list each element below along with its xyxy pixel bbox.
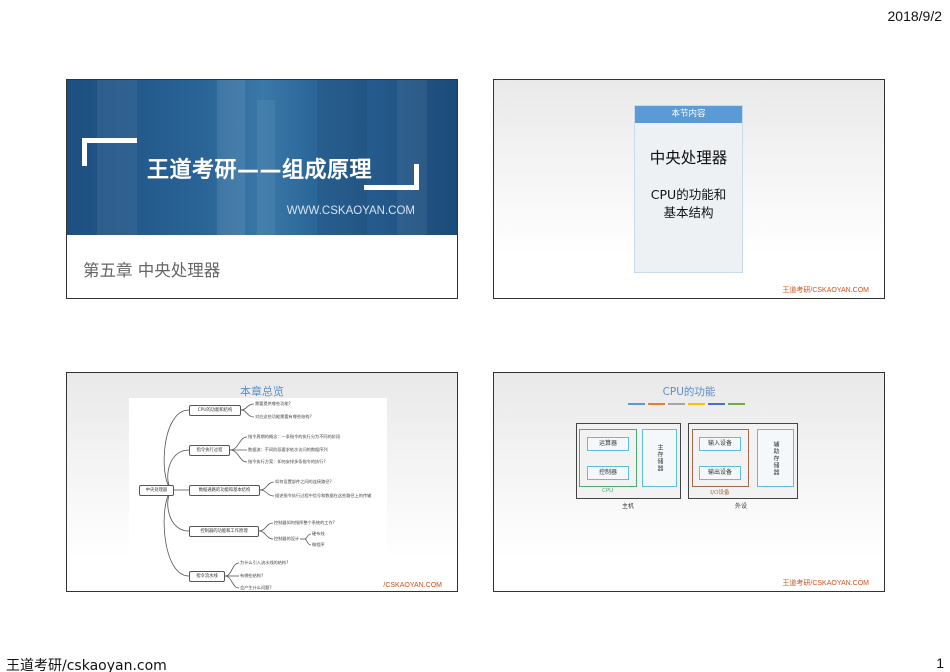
host-box: 运算器 控制器 CPU 主存储器 <box>576 423 681 499</box>
mindmap-leaf: 需要提供哪些功能? <box>255 401 291 406</box>
peripheral-label: 外设 <box>735 503 748 510</box>
mindmap-leaf: 控制器的设计 <box>274 536 300 541</box>
peripheral-box: 输入设备 输出设备 I/O设备 辅助存储器 <box>688 423 798 499</box>
mindmap-leaf: 描述指令执行过程中信号和数据在这些路径上的传输 <box>275 493 372 498</box>
color-segment <box>728 403 745 405</box>
slide-thumbnail-1[interactable]: 王道考研——组成原理 WWW.CSKAOYAN.COM 第五章 中央处理器 <box>66 79 458 299</box>
control-unit-box: 控制器 <box>587 466 629 480</box>
mindmap-leaf: 微程序 <box>312 542 325 547</box>
slide-thumbnail-3[interactable]: 本章总览 <box>66 372 458 592</box>
color-segment <box>628 403 645 405</box>
section-main-title: 中央处理器 <box>649 149 728 167</box>
card-header: 本节内容 <box>635 106 742 123</box>
chapter-mindmap: 中央处理器 CPU的功能和结构 指令执行过程 数据通路的功能和基本结构 控制器的… <box>129 398 387 590</box>
input-device-box: 输入设备 <box>699 437 741 451</box>
subtitle-line-1: CPU的功能和 <box>650 187 727 202</box>
watermark: 王道考研/CSKAOYAN.COM <box>782 580 869 587</box>
subtitle-line-2: 基本结构 <box>663 205 714 220</box>
color-segment <box>688 403 705 405</box>
mindmap-leaf: 对应这些功能需要有哪些结构? <box>255 414 312 419</box>
host-label: 主机 <box>622 503 635 510</box>
mindmap-leaf: 控制器如何指挥整个系统的工作? <box>274 520 335 525</box>
mindmap-branch-4: 控制器的功能和工作原理 <box>189 526 259 537</box>
mindmap-leaf: 指令执行方案：如何安排多条指令的执行? <box>248 459 326 464</box>
mindmap-leaf: 为什么引入流水线的结构? <box>240 560 289 565</box>
section-subtitle: CPU的功能和 基本结构 <box>635 186 742 222</box>
watermark: 王道考研/CSKAOYAN.COM <box>782 287 869 294</box>
page-date: 2018/9/2 <box>887 8 943 24</box>
mindmap-branch-1: CPU的功能和结构 <box>189 405 241 416</box>
title-banner: 王道考研——组成原理 WWW.CSKAOYAN.COM <box>67 80 457 235</box>
io-label: I/O设备 <box>710 490 730 496</box>
slide-thumbnail-2[interactable]: 本节内容 中央处理器 CPU的功能和 基本结构 王道考研/CSKAOYAN.CO… <box>493 79 885 299</box>
slide-thumbnail-4[interactable]: CPU的功能 运算器 控制器 CPU 主存储器 主机 输入设备 输出设备 I/O… <box>493 372 885 592</box>
mindmap-leaf: 有哪些结构? <box>240 573 264 578</box>
course-title: 王道考研——组成原理 <box>147 158 373 183</box>
color-segment <box>708 403 725 405</box>
chapter-title: 第五章 中央处理器 <box>83 261 221 280</box>
mindmap-leaf: 指令周期的概念：一条指令的执行分为不同的阶段 <box>248 434 341 439</box>
page-number: 1 <box>936 655 944 671</box>
slide-title: 本章总览 <box>240 385 284 398</box>
main-memory-box: 主存储器 <box>642 429 677 487</box>
slide-title: CPU的功能 <box>662 386 716 398</box>
alu-box: 运算器 <box>587 437 629 451</box>
color-segment <box>648 403 665 405</box>
mindmap-leaf: 如何设置部件之间的连接路径? <box>275 479 332 484</box>
mindmap-branch-5: 指令流水线 <box>189 571 225 582</box>
footer-website: 王道考研/cskaoyan.com <box>6 658 167 672</box>
mindmap-leaf: 数据流：不同阶段要求依次访问的数据序列 <box>248 447 328 452</box>
website-url: WWW.CSKAOYAN.COM <box>286 205 415 217</box>
bracket-top-left-decoration <box>82 138 137 166</box>
watermark: /CSKAOYAN.COM <box>383 582 442 589</box>
cpu-label: CPU <box>602 488 614 494</box>
bracket-bottom-right-decoration <box>364 164 419 190</box>
output-device-box: 输出设备 <box>699 466 741 480</box>
color-bar-decoration <box>628 403 745 405</box>
mindmap-branch-2: 指令执行过程 <box>189 445 230 456</box>
cpu-group: 运算器 控制器 <box>579 429 637 487</box>
io-group: 输入设备 输出设备 <box>692 429 749 487</box>
mindmap-branch-3: 数据通路的功能和基本结构 <box>189 485 260 496</box>
mindmap-root: 中央处理器 <box>139 485 174 496</box>
color-segment <box>668 403 685 405</box>
mindmap-leaf: 会产生什么问题? <box>240 585 272 590</box>
mindmap-leaf: 硬布线 <box>312 531 325 536</box>
aux-storage-box: 辅助存储器 <box>757 429 794 487</box>
section-content-card: 本节内容 中央处理器 CPU的功能和 基本结构 <box>634 105 743 273</box>
